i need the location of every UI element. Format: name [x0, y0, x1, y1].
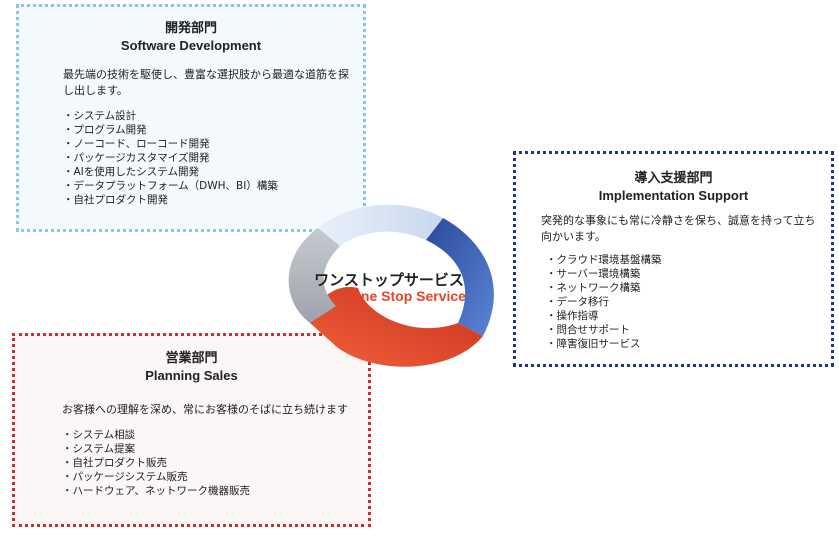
gray-arc — [288, 228, 340, 323]
center-title-en: One Stop Service — [350, 288, 466, 304]
sales-title-ja: 営業部門 — [165, 351, 218, 366]
blue-arc — [426, 218, 494, 336]
list-item: ハードウェア、ネットワーク機器販売 — [62, 484, 368, 498]
sales-description: お客様への理解を深め、常にお客様のそばに立ち続けます — [62, 403, 348, 416]
software-description: 最先端の技術を駆使し、豊富な選択肢から最適な道筋を探し出します。 — [63, 68, 349, 97]
list-item: 自社プロダクト開発 — [63, 193, 363, 207]
software-title-en: Software Development — [120, 38, 262, 53]
sales-title-en: Planning Sales — [145, 368, 238, 383]
list-item: 問合せサポート — [546, 323, 831, 337]
center-title-ja: ワンストップサービス — [314, 271, 464, 289]
list-item: 自社プロダクト販売 — [62, 456, 368, 470]
list-item: パッケージカスタマイズ開発 — [63, 151, 363, 165]
list-item: プログラム開発 — [63, 123, 363, 137]
software-items: システム設計 プログラム開発 ノーコード、ローコード開発 パッケージカスタマイズ… — [63, 109, 363, 207]
red-arc — [310, 287, 483, 367]
software-title-ja: 開発部門 — [164, 21, 217, 36]
list-item: データ移行 — [546, 295, 831, 309]
implementation-support-box: 導入支援部門 Implementation Support 突発的な事象にも常に… — [513, 151, 834, 367]
list-item: パッケージシステム販売 — [62, 470, 368, 484]
list-item: クラウド環境基盤構築 — [546, 253, 831, 267]
planning-sales-box: 営業部門 Planning Sales お客様への理解を深め、常にお客様のそばに… — [12, 333, 371, 527]
list-item: サーバー環境構築 — [546, 267, 831, 281]
list-item: システム提案 — [62, 442, 368, 456]
list-item: システム相談 — [62, 428, 368, 442]
cycle-arrows-graphic — [288, 204, 494, 367]
list-item: 操作指導 — [546, 309, 831, 323]
implementation-title-en: Implementation Support — [598, 188, 749, 203]
list-item: システム設計 — [63, 109, 363, 123]
list-item: 障害復旧サービス — [546, 337, 831, 351]
list-item: AIを使用したシステム開発 — [63, 165, 363, 179]
list-item: ネットワーク構築 — [546, 281, 831, 295]
list-item: データプラットフォーム（DWH、BI）構築 — [63, 179, 363, 193]
implementation-title-ja: 導入支援部門 — [634, 171, 713, 186]
light-blue-arc — [318, 204, 443, 246]
implementation-items: クラウド環境基盤構築 サーバー環境構築 ネットワーク構築 データ移行 操作指導 … — [546, 253, 831, 351]
software-development-box: 開発部門 Software Development 最先端の技術を駆使し、豊富な… — [16, 4, 366, 232]
list-item: ノーコード、ローコード開発 — [63, 137, 363, 151]
implementation-description: 突発的な事象にも常に冷静さを保ち、誠意を持って立ち向かいます。 — [541, 214, 816, 243]
sales-items: システム相談 システム提案 自社プロダクト販売 パッケージシステム販売 ハードウ… — [62, 428, 368, 498]
